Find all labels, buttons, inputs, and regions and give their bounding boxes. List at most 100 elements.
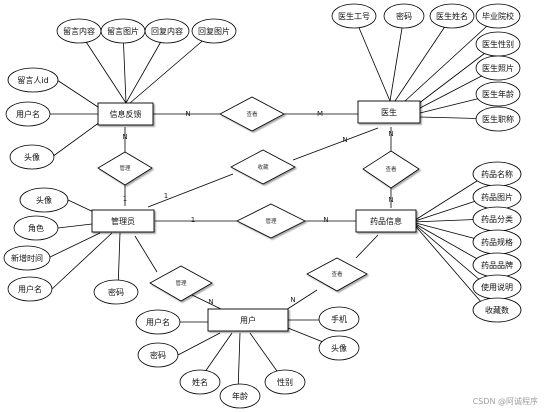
svg-text:管理: 管理 bbox=[175, 279, 187, 287]
attr-user-username: 用户名 bbox=[135, 309, 181, 335]
svg-text:药品分类: 药品分类 bbox=[481, 214, 513, 224]
svg-text:管理: 管理 bbox=[119, 164, 131, 172]
svg-text:药品图片: 药品图片 bbox=[481, 192, 513, 202]
attr-drug-name: 药品名称 bbox=[472, 161, 522, 187]
attr-doctor-number: 医生工号 bbox=[331, 3, 377, 29]
attr-doctor-school: 毕业院校 bbox=[475, 3, 521, 29]
attr-user-password: 密码 bbox=[137, 342, 179, 368]
drug-attributes: 药品名称 药品图片 药品分类 药品规格 药品品牌 使用说明 收藏数 bbox=[472, 161, 522, 323]
attr-user-age: 年龄 bbox=[219, 383, 261, 409]
user-attributes: 用户名 密码 姓名 年龄 性别 头像 手机 bbox=[135, 306, 360, 409]
svg-text:新增时间: 新增时间 bbox=[11, 253, 43, 263]
svg-text:查看: 查看 bbox=[331, 270, 343, 278]
svg-text:手机: 手机 bbox=[331, 314, 347, 324]
svg-text:年龄: 年龄 bbox=[232, 391, 248, 401]
card-n: N bbox=[388, 196, 393, 204]
svg-text:信息反馈: 信息反馈 bbox=[110, 109, 142, 119]
svg-text:医生: 医生 bbox=[381, 107, 397, 117]
svg-text:使用说明: 使用说明 bbox=[481, 282, 513, 292]
cardinality-labels: N M N 1 1 N 1 N N N N N bbox=[122, 110, 393, 306]
attr-admin-password: 密码 bbox=[93, 279, 139, 305]
svg-text:药品名称: 药品名称 bbox=[481, 169, 513, 179]
attr-doctor-title: 医生职称 bbox=[475, 106, 521, 132]
svg-text:医生职称: 医生职称 bbox=[482, 114, 514, 124]
svg-text:医生性别: 医生性别 bbox=[482, 39, 514, 49]
svg-text:药品信息: 药品信息 bbox=[370, 216, 402, 226]
svg-text:留言内容: 留言内容 bbox=[63, 26, 95, 36]
card-n: N bbox=[342, 136, 347, 144]
svg-text:药品品牌: 药品品牌 bbox=[481, 260, 513, 270]
attr-user-gender: 性别 bbox=[264, 369, 306, 395]
relationship-doctor-view: 查看 bbox=[362, 150, 420, 189]
svg-text:药品规格: 药品规格 bbox=[481, 237, 513, 247]
svg-text:医生姓名: 医生姓名 bbox=[436, 11, 468, 21]
entity-drug: 药品信息 bbox=[355, 209, 417, 233]
attr-admin-created: 新增时间 bbox=[3, 245, 51, 271]
entity-admin: 管理员 bbox=[91, 209, 155, 233]
attr-drug-image: 药品图片 bbox=[472, 184, 522, 210]
entity-feedback: 信息反馈 bbox=[97, 102, 154, 126]
entity-doctor: 医生 bbox=[357, 100, 421, 124]
attr-drug-category: 药品分类 bbox=[472, 206, 522, 232]
attr-drug-instructions: 使用说明 bbox=[472, 274, 522, 300]
doctor-attributes: 医生工号 密码 医生姓名 毕业院校 医生性别 医生照片 医生年龄 医生职称 bbox=[331, 3, 521, 132]
svg-text:回复图片: 回复图片 bbox=[198, 26, 230, 36]
attr-user-phone: 手机 bbox=[318, 306, 360, 332]
svg-text:医生工号: 医生工号 bbox=[338, 11, 370, 21]
feedback-attributes: 留言内容 留言图片 回复内容 回复图片 留言人id 用户名 头像 bbox=[5, 18, 237, 170]
entity-user: 用户 bbox=[207, 308, 289, 332]
attr-message-image: 留言图片 bbox=[100, 18, 146, 44]
svg-text:毕业院校: 毕业院校 bbox=[482, 11, 514, 21]
svg-text:管理员: 管理员 bbox=[111, 216, 135, 226]
svg-text:姓名: 姓名 bbox=[192, 377, 208, 387]
watermark: CSDN @阿诚程序 bbox=[473, 396, 538, 406]
relationship-view-feedback: 查看 bbox=[219, 96, 285, 132]
svg-text:医生照片: 医生照片 bbox=[482, 63, 514, 73]
svg-text:留言人id: 留言人id bbox=[17, 75, 48, 85]
svg-text:头像: 头像 bbox=[331, 343, 347, 353]
svg-text:角色: 角色 bbox=[28, 223, 44, 233]
attr-username: 用户名 bbox=[5, 101, 51, 127]
relationship-manage-user: 管理 bbox=[149, 265, 213, 302]
attr-admin-username: 用户名 bbox=[7, 276, 53, 302]
svg-text:收藏数: 收藏数 bbox=[485, 305, 509, 315]
attr-doctor-photo: 医生照片 bbox=[475, 55, 521, 81]
card-one: 1 bbox=[123, 195, 127, 203]
svg-text:用户名: 用户名 bbox=[146, 317, 170, 327]
attr-doctor-name: 医生姓名 bbox=[429, 3, 475, 29]
admin-attributes: 头像 角色 新增时间 用户名 密码 bbox=[3, 187, 139, 305]
attr-doctor-gender: 医生性别 bbox=[475, 31, 521, 57]
svg-text:医生年龄: 医生年龄 bbox=[482, 89, 514, 99]
svg-text:收藏: 收藏 bbox=[257, 163, 269, 171]
card-one: 1 bbox=[164, 192, 168, 200]
svg-text:用户名: 用户名 bbox=[16, 109, 40, 119]
card-n: N bbox=[185, 110, 190, 118]
svg-text:用户名: 用户名 bbox=[18, 284, 42, 294]
card-one: 1 bbox=[191, 216, 195, 224]
svg-text:回复内容: 回复内容 bbox=[151, 26, 183, 36]
attr-reply-content: 回复内容 bbox=[144, 18, 190, 44]
svg-text:管理: 管理 bbox=[265, 217, 277, 225]
card-n: N bbox=[388, 130, 393, 138]
attr-reply-image: 回复图片 bbox=[191, 18, 237, 44]
svg-text:查看: 查看 bbox=[385, 165, 397, 173]
relationship-view-drug: 查看 bbox=[306, 257, 368, 292]
attr-user-avatar: 头像 bbox=[318, 335, 360, 361]
attr-admin-avatar: 头像 bbox=[19, 187, 69, 213]
svg-text:性别: 性别 bbox=[277, 377, 293, 387]
attr-doctor-password: 密码 bbox=[383, 3, 425, 29]
svg-text:头像: 头像 bbox=[36, 195, 52, 205]
svg-text:密码: 密码 bbox=[396, 11, 412, 21]
connector-lines bbox=[42, 15, 499, 393]
attr-drug-brand: 药品品牌 bbox=[472, 252, 522, 278]
card-n: N bbox=[208, 298, 213, 306]
svg-text:密码: 密码 bbox=[108, 287, 124, 297]
attr-message-content: 留言内容 bbox=[56, 18, 102, 44]
attr-admin-role: 角色 bbox=[13, 215, 59, 241]
card-n: N bbox=[290, 296, 295, 304]
card-m: M bbox=[317, 110, 323, 118]
attr-avatar: 头像 bbox=[9, 144, 55, 170]
attr-drug-favorites: 收藏数 bbox=[472, 297, 522, 323]
